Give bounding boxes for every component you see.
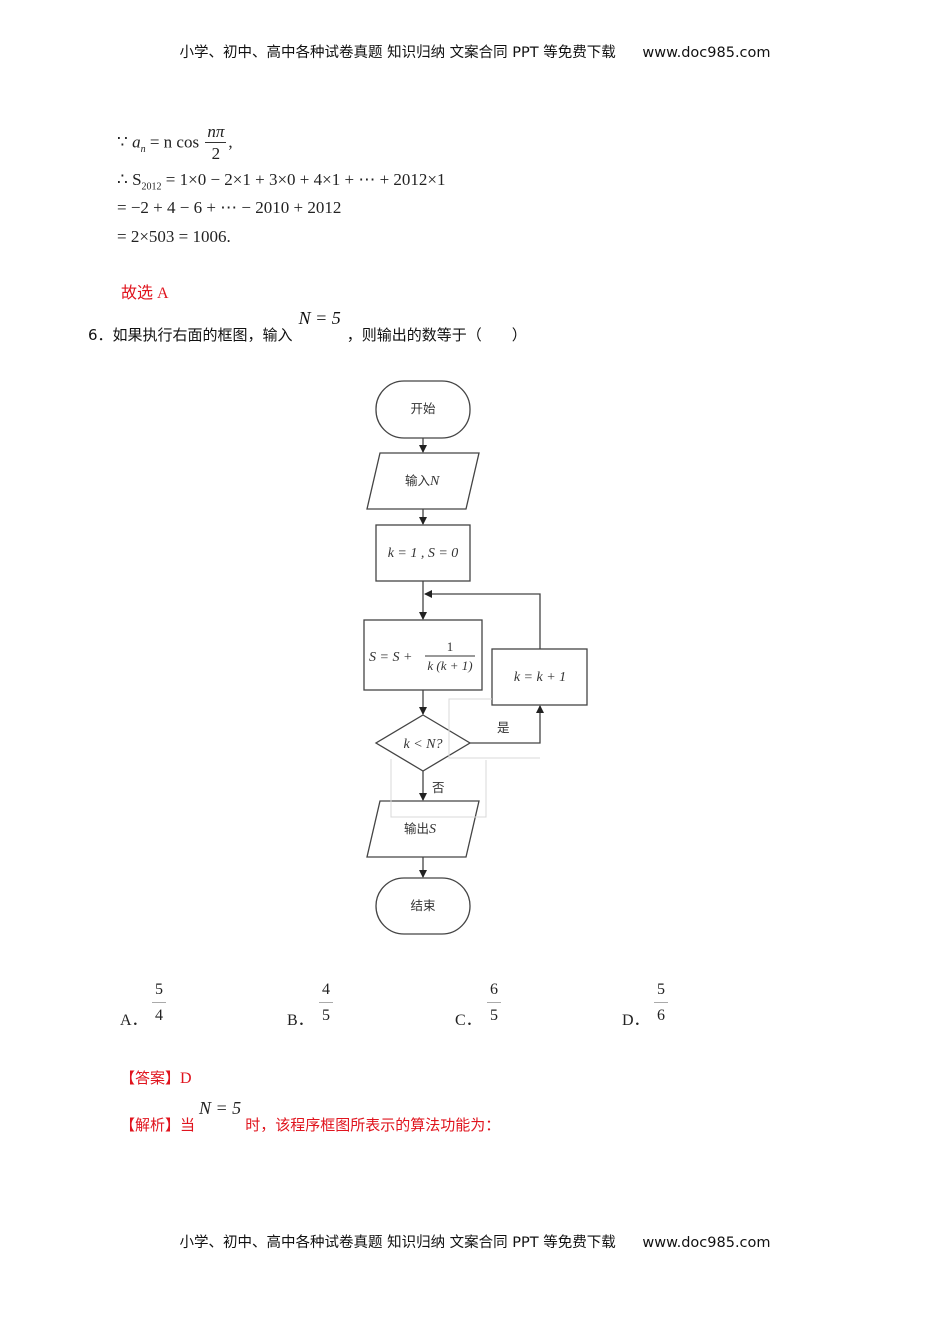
flowchart: 开始 输入N k = 1 , S = 0 S = S + 1 k (k + 1)…: [363, 380, 588, 935]
den: 5: [490, 1007, 498, 1024]
increment-label: k = k + 1: [514, 670, 566, 685]
frac-num: nπ: [205, 122, 227, 143]
header-text: 小学、初中、高中各种试卷真题 知识归纳 文案合同 PPT 等免费下载: [179, 45, 616, 61]
footer-text: 小学、初中、高中各种试卷真题 知识归纳 文案合同 PPT 等免费下载: [179, 1235, 616, 1251]
solution-line-3: = −2 + 4 − 6 + ⋯ − 2010 + 2012: [117, 198, 342, 217]
num: 4: [319, 978, 333, 1003]
because-symbol: ∵: [117, 132, 133, 152]
end-terminal: [375, 877, 471, 935]
analysis-text-after: 时，该程序框图所表示的算法功能为：: [245, 1116, 501, 1134]
question-number: 6．: [88, 326, 113, 344]
option-b-label: B．: [287, 1012, 314, 1029]
answer-line: 【答案】D: [120, 1067, 192, 1088]
therefore-S: ∴ S: [117, 170, 142, 189]
input-parallelogram: [366, 452, 480, 510]
den: 6: [657, 1007, 665, 1024]
den: 5: [322, 1007, 330, 1024]
math-n-eq-5: N = 5: [199, 1098, 242, 1118]
yes-label: 是: [497, 720, 510, 735]
option-d-label: D．: [622, 1012, 650, 1029]
question-math: N = 5: [299, 308, 341, 328]
solution-line-2: ∴ S2012 = 1×0 − 2×1 + 3×0 + 4×1 + ⋯ + 20…: [117, 170, 446, 192]
condition-label: k < N?: [404, 737, 443, 752]
update-lhs: S = S +: [369, 650, 412, 665]
option-a-label: A．: [120, 1012, 148, 1029]
math-n-eq-5: N = 5: [298, 308, 341, 328]
question-6: 6．如果执行右面的框图，输入 N = 5 ，则输出的数等于（ ）: [88, 308, 527, 345]
analysis-math: N = 5: [199, 1098, 241, 1118]
page-header: 小学、初中、高中各种试卷真题 知识归纳 文案合同 PPT 等免费下载 www.d…: [0, 41, 950, 62]
analysis-line: 【解析】当N = 5时，该程序框图所表示的算法功能为：: [120, 1098, 501, 1135]
init-label: k = 1 , S = 0: [388, 546, 459, 561]
num: 6: [487, 978, 501, 1003]
eq-mid: = n cos: [145, 132, 204, 152]
den: 4: [155, 1007, 163, 1024]
question-text-after: ，则输出的数等于（ ）: [346, 326, 527, 344]
frac-den: 2: [211, 144, 221, 163]
question-text-before: 如果执行右面的框图，输入: [112, 326, 293, 344]
sum-expansion: = 1×0 − 2×1 + 3×0 + 4×1 + ⋯ + 2012×1: [161, 170, 446, 189]
answer-label: 【答案】: [120, 1069, 181, 1087]
footer-site-link[interactable]: www.doc985.com: [642, 1235, 771, 1251]
analysis-text-before: 当: [180, 1116, 196, 1134]
no-label: 否: [432, 780, 445, 795]
conclusion-text: 故选 A: [121, 285, 169, 302]
input-label: 输入N: [405, 473, 440, 489]
subscript-n: n: [140, 143, 146, 155]
num: 5: [654, 978, 668, 1003]
start-label: 开始: [410, 401, 436, 416]
num: 5: [152, 978, 166, 1003]
analysis-label: 【解析】: [120, 1116, 181, 1134]
solution-line-4: = 2×503 = 1006.: [117, 227, 231, 246]
comma: ,: [228, 132, 233, 152]
subscript-2012: 2012: [141, 181, 162, 193]
option-c-label: C．: [455, 1012, 482, 1029]
answer-value: D: [180, 1070, 192, 1087]
output-label: 输出S: [404, 821, 436, 837]
update-den: k (k + 1): [427, 658, 472, 673]
var-a: a: [132, 132, 141, 152]
output-parallelogram: [366, 800, 480, 858]
end-label: 结束: [410, 898, 436, 913]
update-num: 1: [447, 639, 454, 654]
header-site-link[interactable]: www.doc985.com: [642, 45, 771, 61]
page-footer: 小学、初中、高中各种试卷真题 知识归纳 文案合同 PPT 等免费下载 www.d…: [0, 1231, 950, 1252]
